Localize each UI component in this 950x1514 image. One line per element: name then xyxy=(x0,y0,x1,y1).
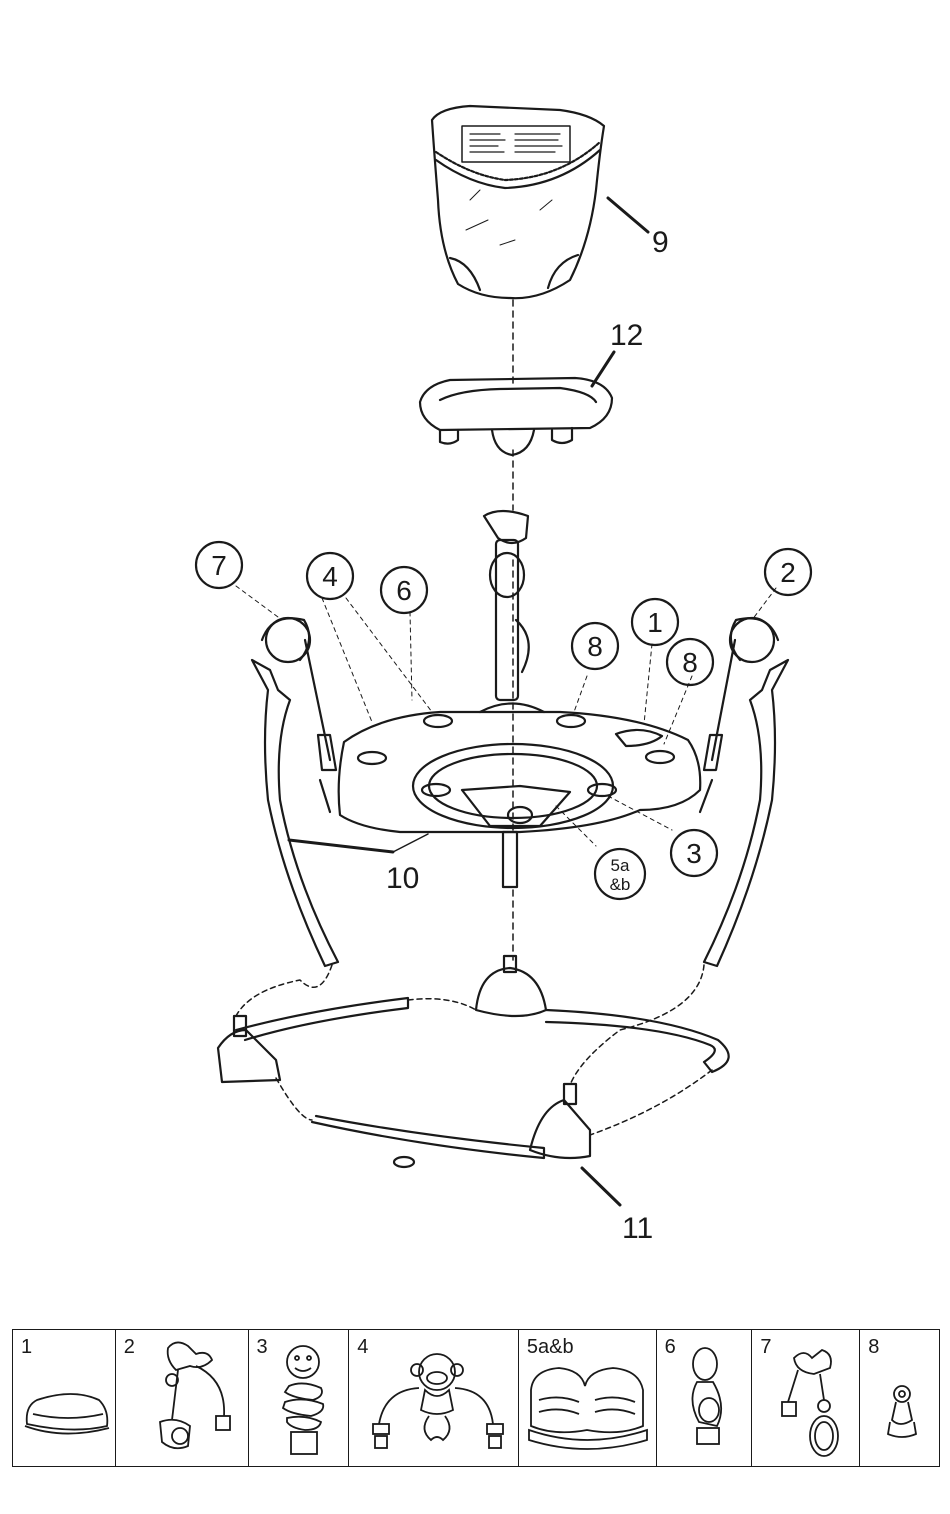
center-post-part xyxy=(480,511,544,712)
legend-toy-1-icon xyxy=(13,1330,116,1466)
seat-ring-part xyxy=(420,378,612,455)
leader-10-a xyxy=(289,840,393,852)
label-11: 11 xyxy=(622,1212,653,1245)
legend-cell-6: 6 xyxy=(657,1330,753,1466)
label-12: 12 xyxy=(610,319,643,352)
exploded-assembly-diagram: 9 12 10 11 7 4 6 8 1 8 2 3 5a &b xyxy=(0,0,950,1300)
legend-cell-7: 7 xyxy=(752,1330,860,1466)
label-2: 2 xyxy=(780,557,796,588)
legend-cell-1: 1 xyxy=(13,1330,116,1466)
label-10: 10 xyxy=(386,862,419,895)
leader-9 xyxy=(608,198,648,232)
label-8a: 8 xyxy=(587,631,603,662)
leader-12 xyxy=(592,352,614,386)
legend-cell-5ab: 5a&b xyxy=(519,1330,657,1466)
parts-legend: 1 2 3 xyxy=(12,1329,940,1467)
label-7: 7 xyxy=(211,550,227,581)
left-leg-part xyxy=(252,618,338,966)
legend-toy-4-icon xyxy=(349,1330,519,1466)
base-frame-part xyxy=(218,956,729,1167)
legend-toy-5ab-icon xyxy=(519,1330,657,1466)
leader-10-b xyxy=(393,834,428,852)
legend-cell-3: 3 xyxy=(249,1330,350,1466)
seat-fabric-part xyxy=(432,106,604,298)
label-1: 1 xyxy=(647,607,663,638)
label-4: 4 xyxy=(322,561,338,592)
legend-toy-8-icon xyxy=(860,1330,939,1466)
legend-toy-3-icon xyxy=(249,1330,350,1466)
legend-cell-2: 2 xyxy=(116,1330,249,1466)
label-5b: &b xyxy=(610,875,631,894)
right-leg-part xyxy=(700,618,788,966)
label-6: 6 xyxy=(396,575,412,606)
legend-cell-8: 8 xyxy=(860,1330,939,1466)
label-8b: 8 xyxy=(682,647,698,678)
legend-toy-2-icon xyxy=(116,1330,249,1466)
label-9: 9 xyxy=(652,226,669,259)
legend-toy-6-icon xyxy=(657,1330,753,1466)
legend-cell-4: 4 xyxy=(349,1330,519,1466)
legend-toy-7-icon xyxy=(752,1330,860,1466)
leader-11 xyxy=(582,1168,620,1205)
base-tray-part xyxy=(339,712,701,887)
label-3: 3 xyxy=(686,838,702,869)
label-5a: 5a xyxy=(611,856,630,875)
dashed-leaders xyxy=(236,586,776,846)
